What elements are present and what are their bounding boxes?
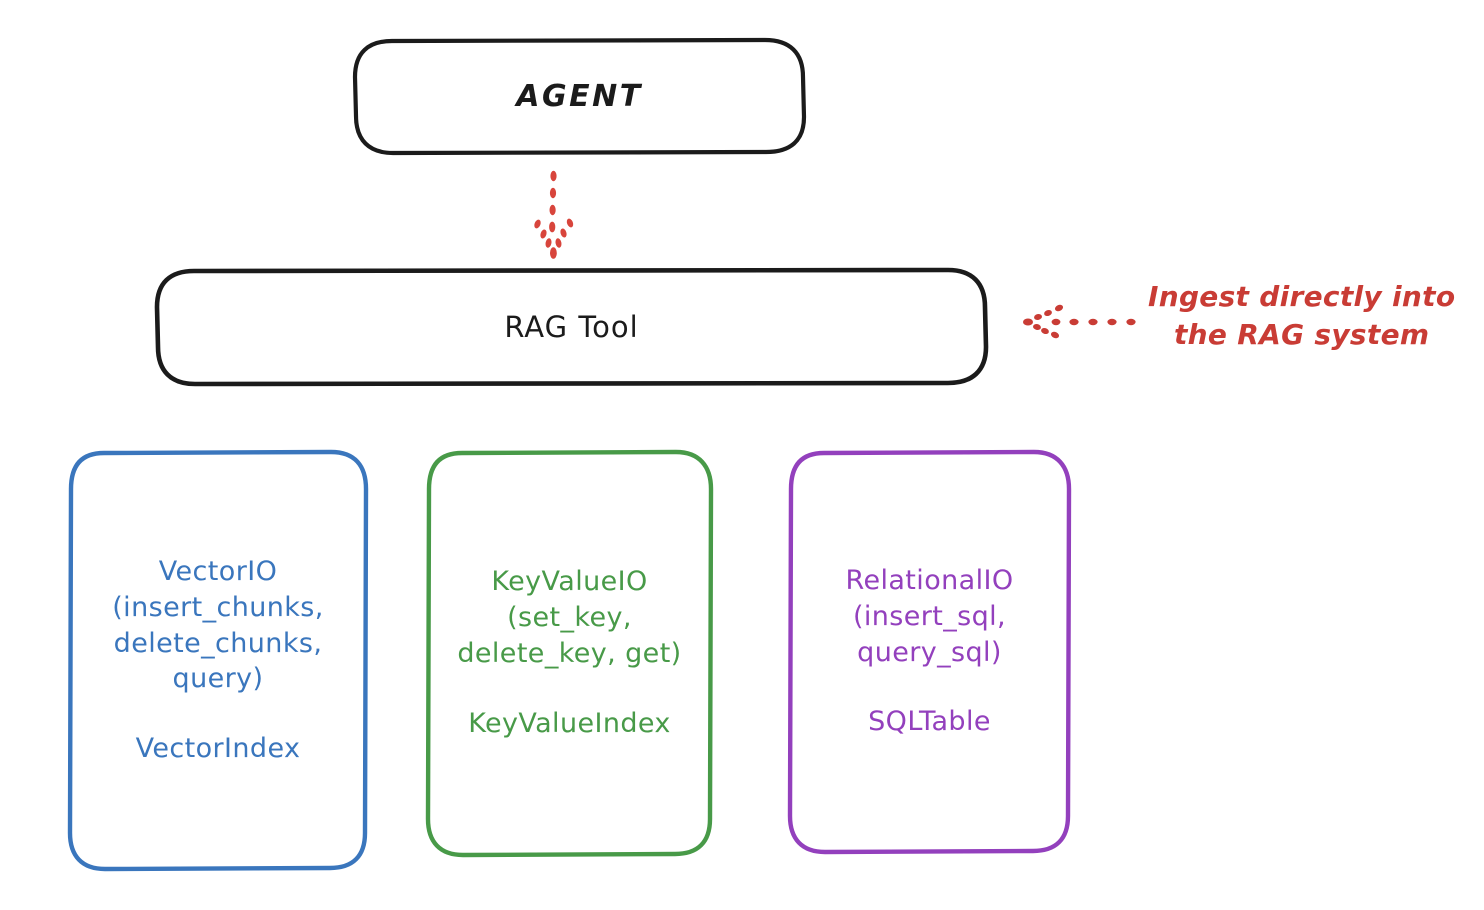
ingest-annotation-line-1: Ingest directly into xyxy=(1148,280,1456,313)
ingest-annotation: Ingest directly into the RAG system xyxy=(1148,278,1468,354)
key-value-io-api-label: KeyValueIO (set_key, delete_key, get) xyxy=(457,566,682,669)
agent-label: AGENT xyxy=(516,79,643,114)
agent-box-outline xyxy=(352,37,807,156)
rag-tool-box-outline xyxy=(154,267,989,387)
rag-tool-node[interactable]: RAG Tool xyxy=(157,270,986,384)
key-value-io-box-outline xyxy=(425,449,714,858)
sql-table-label: SQLTable xyxy=(868,706,991,738)
agent-to-rag-tool-arrow xyxy=(534,170,574,259)
key-value-index-label: KeyValueIndex xyxy=(468,707,671,739)
relational-io-api-label: RelationalIO (insert_sql, query_sql) xyxy=(845,564,1014,668)
relational-io-box-outline xyxy=(787,449,1072,855)
vector-index-label: VectorIndex xyxy=(135,733,301,765)
agent-node[interactable]: AGENT xyxy=(355,40,804,153)
vector-io-box-outline xyxy=(67,449,369,872)
ingest-arrow xyxy=(1023,304,1136,339)
rag-tool-label: RAG Tool xyxy=(504,310,639,344)
key-value-io-node[interactable]: KeyValueIO (set_key, delete_key, get) Ke… xyxy=(428,452,711,854)
vector-io-api-label: VectorIO (insert_chunks, delete_chunks, … xyxy=(112,555,324,695)
vector-io-node[interactable]: VectorIO (insert_chunks, delete_chunks, … xyxy=(70,452,366,869)
ingest-annotation-line-2: the RAG system xyxy=(1174,317,1430,351)
relational-io-node[interactable]: RelationalIO (insert_sql, query_sql) SQL… xyxy=(790,452,1069,851)
